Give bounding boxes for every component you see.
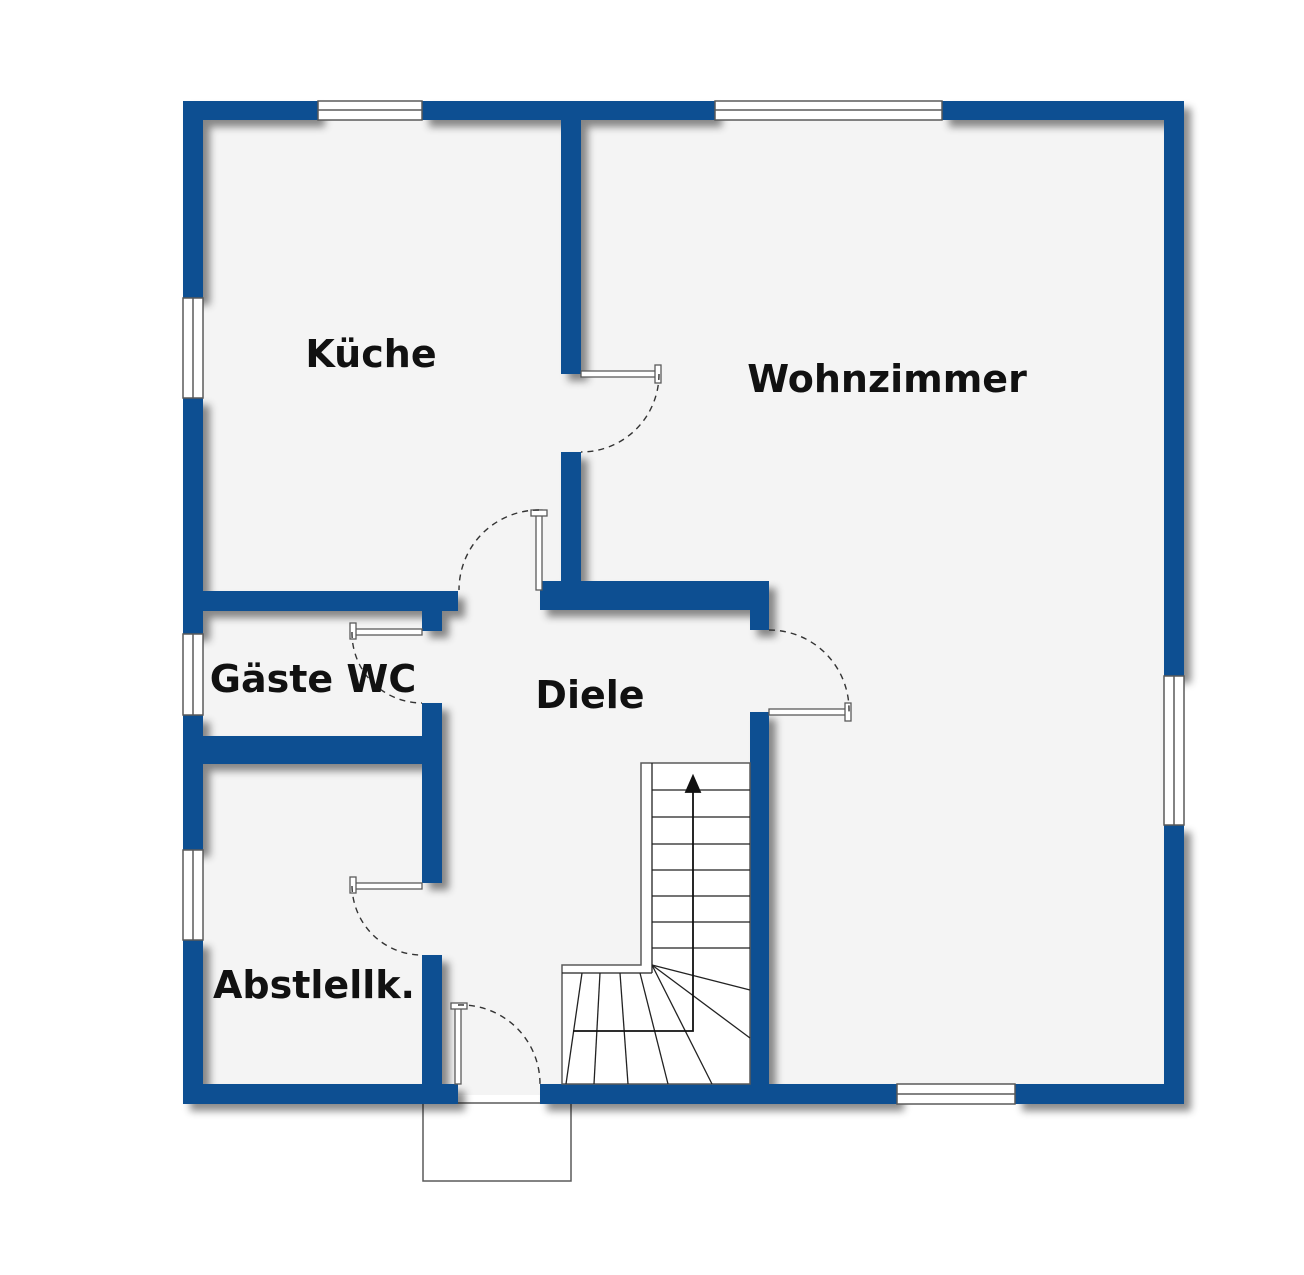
room-label-abstellk: Abstlellk.	[213, 963, 415, 1007]
room-label-diele: Diele	[535, 673, 644, 717]
door-leaf-entrance	[454, 1004, 462, 1085]
room-label-wohnzimmer: Wohnzimmer	[747, 357, 1027, 401]
door-leaf-wc	[351, 628, 423, 636]
arrow-up-icon	[573, 773, 702, 1032]
staircase	[561, 762, 751, 1085]
room-label-gaeste-wc: Gäste WC	[210, 657, 416, 701]
door-leaf-living-2	[768, 708, 850, 716]
door-swings	[351, 373, 850, 1085]
room-labels: Küche Wohnzimmer Gäste WC Diele Abstlell…	[210, 332, 1027, 1007]
door-leaf-living	[580, 370, 660, 378]
door-leaf-storage	[351, 882, 423, 890]
windows	[182, 100, 1185, 1105]
door-leaf-kitchen	[535, 509, 543, 591]
walls	[183, 101, 1184, 1104]
entrance-landing	[422, 1102, 572, 1182]
room-label-kueche: Küche	[305, 332, 436, 376]
